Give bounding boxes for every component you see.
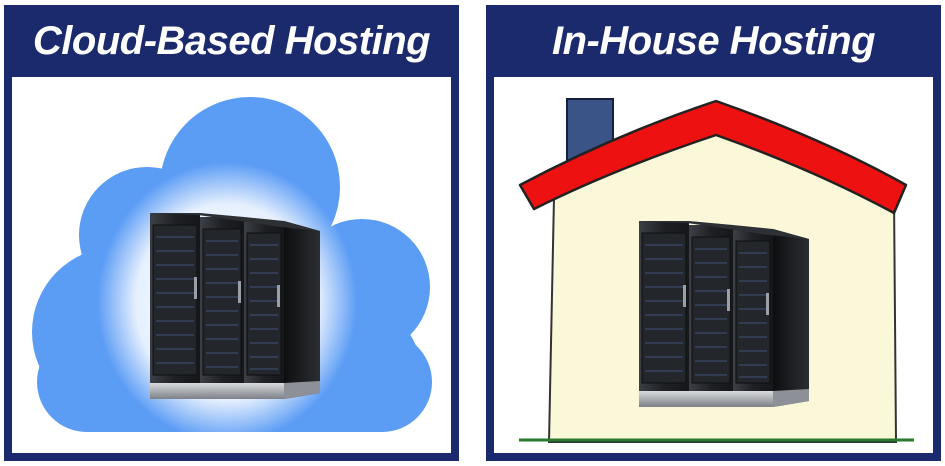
panel-title: In-House Hosting	[551, 18, 876, 63]
cloud-hosting-panel: Cloud-Based Hosting	[4, 5, 459, 461]
server-rack-icon	[149, 212, 321, 400]
house-server-icon	[518, 98, 914, 443]
panel-illustration	[12, 77, 451, 453]
panel-title: Cloud-Based Hosting	[32, 18, 431, 63]
server-rack-icon	[638, 220, 810, 408]
panel-illustration	[494, 77, 933, 453]
roof-icon	[518, 99, 908, 215]
cloud-server-icon	[32, 97, 432, 442]
in-house-hosting-panel: In-House Hosting	[486, 5, 941, 461]
